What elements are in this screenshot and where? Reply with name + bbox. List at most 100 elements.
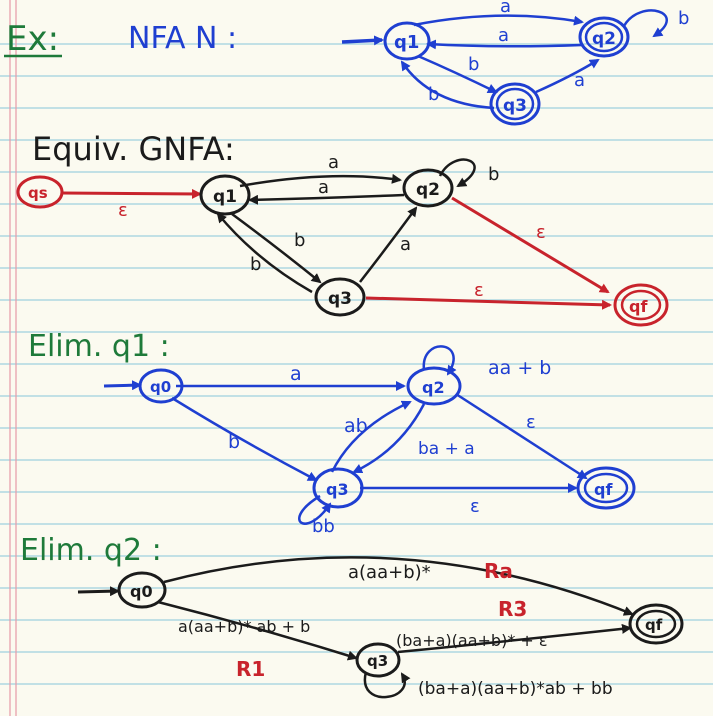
margin-lines [9, 0, 17, 716]
section-gnfa: Equiv. GNFA: ε a a b b b a ε ε qs q1 [16, 130, 669, 327]
elim1-edge-q2-loop [422, 345, 457, 376]
elim1-edge-q3-loop [298, 494, 332, 525]
gnfa-label-q2-loop: b [488, 164, 499, 185]
gnfa-label-q3-qf: ε [474, 280, 484, 301]
elim2-state-qf-label: qf [645, 616, 663, 634]
nfa-start-arrow [341, 35, 384, 46]
nfa-edge-q1-q2 [413, 14, 584, 27]
elim1-start-arrow [103, 380, 142, 391]
nfa-state-q1: q1 [383, 21, 431, 61]
elim1-edge-q2-q3 [352, 403, 426, 474]
nfa-label-q3-q1: b [428, 84, 439, 105]
gnfa-edge-qs-q1 [61, 188, 202, 199]
elim1-edge-q0-q3 [171, 396, 318, 482]
elim1-label-q2-q3: ba + a [418, 439, 475, 459]
nfa-state-q1-label: q1 [394, 32, 419, 53]
gnfa-label-q2-q1: a [318, 177, 329, 198]
gnfa-edge-q1-q2 [239, 173, 402, 188]
elim1-label-q3-qf: ε [470, 496, 480, 517]
nfa-edge-q3-q1 [400, 60, 495, 110]
elim2-label-q3-loop: (ba+a)(aa+b)*ab + bb [418, 679, 613, 699]
nfa-state-q3: q3 [489, 82, 541, 126]
gnfa-label-qs-q1: ε [118, 200, 128, 221]
elim2-state-q0-label: q0 [130, 582, 153, 601]
elim2-edge-q3-loop [363, 671, 411, 699]
nfa-edge-q1-q3 [417, 54, 498, 94]
elim2-edge-q3-qf [397, 623, 632, 654]
nfa-edge-q3-q2 [535, 58, 600, 94]
nfa-state-q3-label: q3 [503, 96, 527, 116]
elim2-label-q3-qf: (ba+a)(aa+b)* + ε [396, 631, 548, 650]
nfa-label-q1-q3: b [468, 54, 479, 75]
gnfa-edge-q3-q1 [216, 212, 313, 294]
elim2-label-q0-qf-tag: Ra [484, 559, 513, 583]
gnfa-edge-q3-qf [365, 296, 612, 310]
elim1-state-q3-label: q3 [326, 480, 349, 499]
gnfa-state-qf-label: qf [629, 297, 648, 316]
nfa-label-q1-q2: a [500, 0, 511, 17]
elim1-label-q0-q3: b [228, 431, 240, 453]
heading-nfa: NFA N : [128, 21, 237, 56]
heading-elim1: Elim. q1 : [28, 329, 170, 364]
gnfa-label-q1-q2: a [328, 152, 339, 173]
elim2-label-q3-qf-tag: R3 [498, 597, 527, 621]
ruled-lines [0, 43, 713, 685]
gnfa-label-q1-q3: b [294, 230, 305, 251]
elim1-label-q3-q2: ab [344, 415, 368, 437]
elim1-label-q3-loop: bb [312, 516, 335, 537]
gnfa-state-q1-label: q1 [213, 187, 237, 207]
elim1-state-q2: q2 [406, 366, 462, 406]
gnfa-state-qs: qs [16, 175, 64, 209]
elim2-label-q0-qf: a(aa+b)* [348, 562, 431, 583]
gnfa-state-q2: q2 [402, 168, 454, 208]
section-nfa: Ex: NFA N : a a b b b a q1 q2 [4, 0, 689, 126]
heading-ex: Ex: [6, 19, 59, 59]
gnfa-state-qf: qf [613, 283, 669, 327]
nfa-label-q3-q2: a [574, 70, 585, 91]
elim2-edge-q0-q3 [157, 600, 358, 661]
gnfa-label-q3-q2: a [400, 234, 411, 255]
elim1-label-q2-qf: ε [526, 412, 536, 433]
elim2-state-q3: q3 [355, 642, 401, 678]
gnfa-state-q3: q3 [314, 277, 366, 317]
elim1-edge-q3-q2 [330, 400, 412, 473]
elim2-edge-q0-qf [163, 556, 634, 616]
gnfa-edge-q3-q2 [359, 206, 418, 283]
gnfa-state-qs-label: qs [28, 184, 48, 202]
heading-elim2: Elim. q2 : [20, 533, 162, 568]
elim2-label-q0-q3-tag: R1 [236, 657, 265, 681]
nfa-label-q2-q1: a [498, 25, 509, 46]
gnfa-label-q3-q1: b [250, 254, 261, 275]
elim2-label-q0-q3: a(aa+b)* ab + b [178, 617, 310, 636]
gnfa-state-q1: q1 [199, 174, 251, 216]
elim1-edge-q2-qf [455, 392, 588, 480]
elim2-start-arrow [77, 586, 120, 597]
gnfa-state-q3-label: q3 [328, 289, 352, 309]
gnfa-edge-q2-loop [438, 158, 476, 188]
elim1-state-q3: q3 [312, 467, 364, 509]
section-elim-q1: Elim. q1 : aa + b a b ab ba + a ε ε bb q… [28, 329, 636, 537]
elim1-state-q0-label: q0 [150, 378, 171, 396]
nfa-label-q2-loop: b [678, 8, 689, 29]
nfa-state-q2: q2 [578, 16, 630, 58]
elim1-state-q0: q0 [138, 368, 184, 404]
elim1-label-q0-q2: a [290, 363, 302, 385]
nfa-edge-q2-loop [622, 9, 668, 38]
elim2-state-q0: q0 [117, 571, 167, 609]
gnfa-edge-q2-q1 [248, 193, 405, 205]
gnfa-state-q2-label: q2 [416, 180, 440, 200]
nfa-edge-q2-q1 [426, 39, 583, 50]
section-elim-q2: Elim. q2 : a(aa+b)* Ra a(aa+b)* ab + b R… [20, 533, 684, 699]
elim1-label-q2-loop: aa + b [488, 357, 551, 379]
elim1-state-qf: qf [576, 466, 636, 510]
gnfa-edge-q2-qf [451, 196, 610, 294]
gnfa-edge-q1-q3 [231, 212, 322, 284]
elim1-state-q2-label: q2 [422, 378, 445, 397]
nfa-state-q2-label: q2 [592, 29, 616, 49]
elim1-state-qf-label: qf [594, 480, 613, 499]
heading-gnfa: Equiv. GNFA: [32, 130, 235, 168]
elim2-state-qf: qf [628, 603, 684, 645]
gnfa-label-q2-qf: ε [536, 222, 546, 243]
